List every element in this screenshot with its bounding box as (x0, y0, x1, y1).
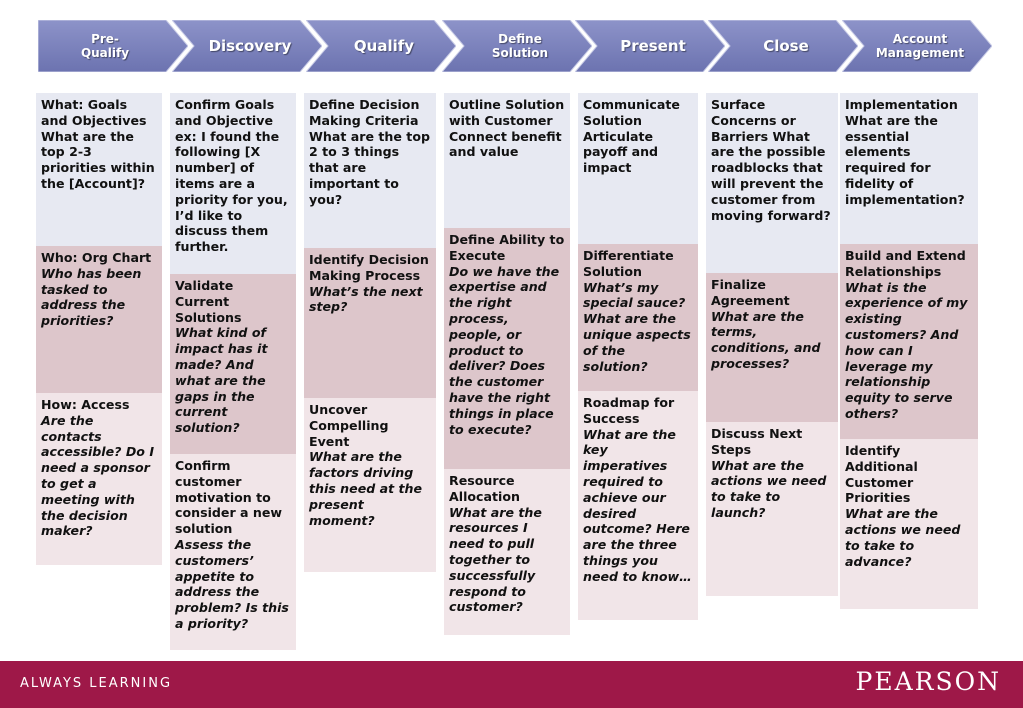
stage-chevron-2: Discovery (172, 20, 322, 72)
stage-label: Account Management (875, 32, 965, 60)
cell-heading: Outline Solution with Customer Connect b… (449, 97, 565, 160)
cell-heading: Finalize Agreement (711, 277, 790, 308)
cell-heading: Confirm Goals and Objective ex: I found … (175, 97, 288, 255)
footer-bar (0, 661, 1023, 708)
stage-chevron-1: Pre- Qualify (38, 20, 188, 72)
cell-heading: Identify Additional Customer Priorities (845, 443, 918, 506)
chevron-shape (575, 20, 725, 72)
chevron-shape (172, 20, 322, 72)
cell-heading: Identify Decision Making Process (309, 252, 429, 283)
cell-heading: How: Access (41, 397, 130, 412)
cell-heading: Implementation What are the essential el… (845, 97, 965, 207)
cell-heading: Resource Allocation (449, 473, 520, 504)
cell-heading: Build and Extend Relationships (845, 248, 966, 279)
cell-heading: Who: Org Chart (41, 250, 152, 265)
stage-4-cell-1: Outline Solution with Customer Connect b… (444, 93, 572, 228)
stage-chevron-7: Account Management (842, 20, 992, 72)
cell-heading: Roadmap for Success (583, 395, 675, 426)
stage-label: Discovery (208, 36, 292, 55)
cell-heading: Confirm customer motivation to consider … (175, 458, 283, 537)
cell-heading: Validate Current Solutions (175, 278, 242, 325)
footer-tagline: ALWAYS LEARNING (20, 676, 173, 691)
stage-label: Pre- Qualify (80, 32, 130, 60)
cell-question: What’s the next step? (309, 283, 423, 315)
cell-heading: Define Decision Making Criteria What are… (309, 97, 430, 207)
cell-heading: Uncover Compelling Event (309, 402, 389, 449)
cell-question: What are the resources I need to pull to… (449, 504, 542, 615)
cell-heading: What: Goals and Objectives What are the … (41, 97, 155, 191)
stage-6-cell-1: Surface Concerns or Barriers What are th… (706, 93, 840, 273)
cell-question: Assess the customers’ appetite to addres… (175, 536, 289, 631)
stage-chevron-6: Close (708, 20, 858, 72)
stage-5-cell-1: Communicate Solution Articulate payoff a… (578, 93, 700, 244)
cell-question: Are the contacts accessible? Do I need a… (41, 412, 155, 539)
cell-question: What are the terms, conditions, and proc… (711, 308, 821, 371)
chevron-shape (842, 20, 992, 72)
stage-label: Present (620, 36, 686, 55)
cell-question: What are the actions we need to take to … (845, 506, 961, 569)
cell-question: Who has been tasked to address the prior… (41, 265, 142, 329)
cell-heading: Define Ability to Execute (449, 232, 565, 263)
cell-question: What are the key imperatives required to… (583, 426, 692, 584)
stage-chevron-3: Qualify (306, 20, 456, 72)
cell-question: What kind of impact has it made? And wha… (175, 325, 268, 436)
stage-1-cell-1: What: Goals and Objectives What are the … (36, 93, 164, 246)
stage-label: Qualify (353, 36, 415, 55)
stage-chevron-5: Present (575, 20, 725, 72)
cell-heading: Differentiate Solution (583, 248, 674, 279)
stage-label: Define Solution (491, 32, 549, 60)
chevron-shape (708, 20, 858, 72)
stage-chevron-4: Define Solution (442, 20, 592, 72)
stage-2-cell-1: Confirm Goals and Objective ex: I found … (170, 93, 298, 274)
chevron-shape (442, 20, 592, 72)
stage-7-cell-1: Implementation What are the essential el… (840, 93, 980, 244)
pearson-logo: PEARSON (855, 667, 1001, 696)
cell-question: What are the factors driving this need a… (309, 449, 423, 528)
cell-heading: Communicate Solution Articulate payoff a… (583, 97, 680, 176)
cell-question: What is the experience of my existing cu… (845, 279, 968, 421)
stage-3-cell-1: Define Decision Making Criteria What are… (304, 93, 438, 248)
cell-question: What are the actions we need to take to … (711, 457, 827, 520)
chevron-shape (306, 20, 456, 72)
cell-heading: Surface Concerns or Barriers What are th… (711, 97, 831, 223)
cell-question: Do we have the expertise and the right p… (449, 263, 560, 437)
cell-heading: Discuss Next Steps (711, 426, 803, 457)
chevron-shape (38, 20, 188, 72)
stage-label: Close (763, 36, 809, 55)
stage-2-cell-3: Confirm customer motivation to consider … (170, 454, 298, 650)
cell-question: What’s my special sauce? What are the un… (583, 279, 691, 374)
